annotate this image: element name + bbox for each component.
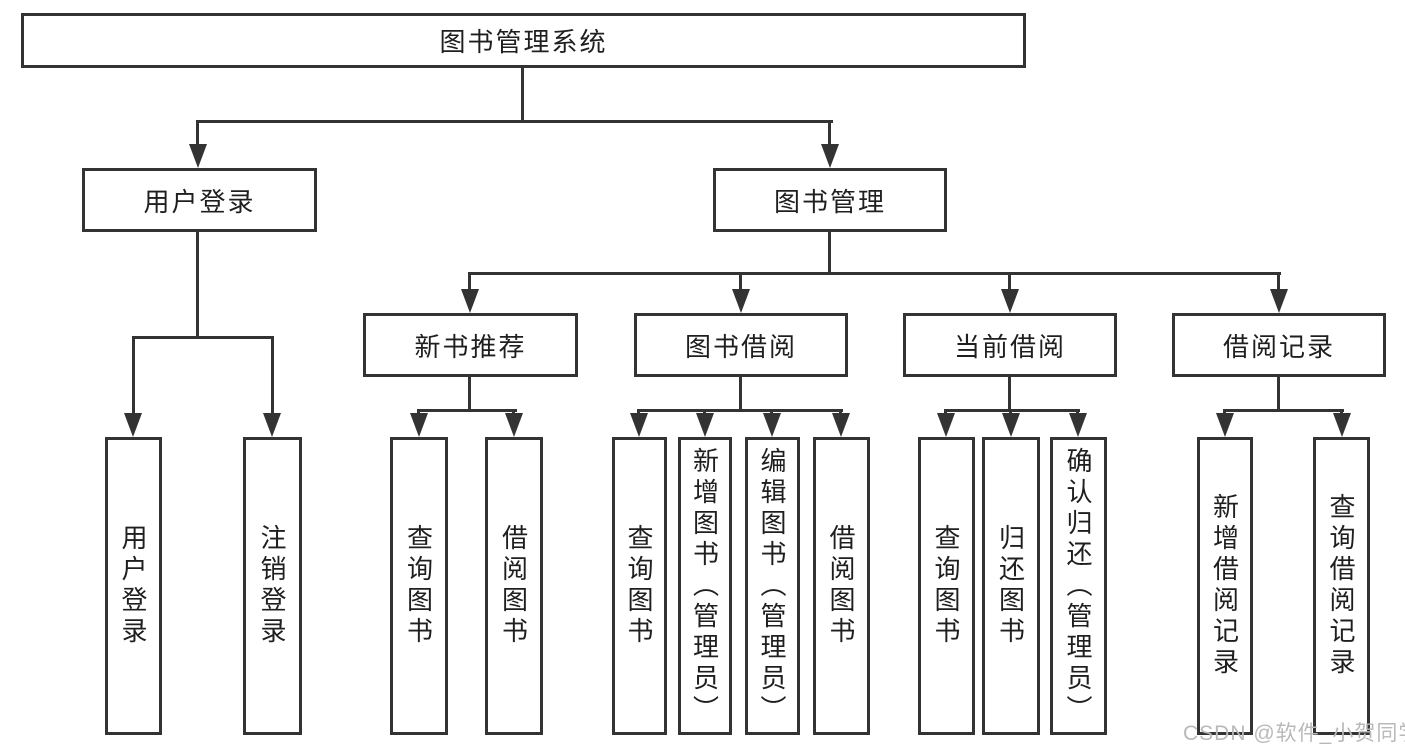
connector-line bbox=[417, 409, 517, 412]
connector-line bbox=[521, 66, 524, 120]
arrow-down-icon bbox=[124, 413, 142, 437]
arrow-down-icon bbox=[410, 413, 428, 437]
arrow-down-icon bbox=[505, 413, 523, 437]
connector-line bbox=[770, 409, 773, 415]
arrow-down-icon bbox=[696, 413, 714, 437]
connector-line bbox=[512, 409, 515, 415]
connector-line bbox=[828, 232, 831, 272]
arrow-down-icon bbox=[763, 413, 781, 437]
leaf-query-borrow-record: 查询借阅记录 bbox=[1313, 437, 1370, 735]
arrow-down-icon bbox=[832, 413, 850, 437]
connector-line bbox=[944, 409, 1080, 412]
node-book-management: 图书管理 bbox=[713, 168, 947, 232]
arrow-down-icon bbox=[1216, 413, 1234, 437]
arrow-down-icon bbox=[189, 144, 207, 168]
connector-line bbox=[468, 272, 1281, 275]
connector-line bbox=[944, 409, 947, 415]
connector-line bbox=[468, 377, 471, 409]
arrow-down-icon bbox=[1270, 289, 1288, 313]
leaf-borrow-books-2: 借阅图书 bbox=[813, 437, 870, 735]
leaf-borrow-books-1: 借阅图书 bbox=[485, 437, 543, 735]
connector-line bbox=[468, 272, 471, 290]
connector-line bbox=[637, 409, 843, 412]
leaf-user-login: 用户登录 bbox=[105, 437, 162, 735]
leaf-query-books-1: 查询图书 bbox=[390, 437, 448, 735]
connector-line bbox=[739, 272, 742, 290]
leaf-query-books-3: 查询图书 bbox=[918, 437, 975, 735]
connector-line bbox=[132, 336, 135, 414]
connector-line bbox=[839, 409, 842, 415]
leaf-add-books-admin: 新增图书（管理员） bbox=[678, 437, 732, 735]
arrow-down-icon bbox=[1333, 413, 1351, 437]
connector-line bbox=[1008, 377, 1011, 409]
connector-line bbox=[196, 120, 199, 146]
connector-line bbox=[1223, 409, 1344, 412]
leaf-confirm-return-admin: 确认归还（管理员） bbox=[1050, 437, 1107, 735]
connector-line bbox=[703, 409, 706, 415]
connector-line bbox=[1340, 409, 1343, 415]
connector-line bbox=[271, 336, 274, 414]
connector-line bbox=[1277, 272, 1280, 290]
arrow-down-icon bbox=[937, 413, 955, 437]
connector-line bbox=[132, 336, 274, 339]
leaf-return-books: 归还图书 bbox=[982, 437, 1040, 735]
connector-line bbox=[637, 409, 640, 415]
connector-line bbox=[1076, 409, 1079, 415]
connector-line bbox=[196, 232, 199, 336]
node-borrow-record: 借阅记录 bbox=[1172, 313, 1386, 377]
arrow-down-icon bbox=[1001, 289, 1019, 313]
root-node-library-system: 图书管理系统 bbox=[21, 13, 1026, 68]
arrow-down-icon bbox=[263, 413, 281, 437]
watermark: CSDN @软件_小贺同学 bbox=[1183, 722, 1405, 745]
connector-line bbox=[1008, 272, 1011, 290]
node-current-borrow: 当前借阅 bbox=[903, 313, 1117, 377]
connector-line bbox=[1223, 409, 1226, 415]
leaf-edit-books-admin: 编辑图书（管理员） bbox=[745, 437, 800, 735]
connector-line bbox=[417, 409, 420, 415]
connector-line bbox=[739, 377, 742, 409]
arrow-down-icon bbox=[630, 413, 648, 437]
arrow-down-icon bbox=[461, 289, 479, 313]
connector-line bbox=[1277, 377, 1280, 409]
connector-line bbox=[1009, 409, 1012, 415]
node-new-book-recommend: 新书推荐 bbox=[363, 313, 578, 377]
leaf-add-borrow-record: 新增借阅记录 bbox=[1197, 437, 1253, 735]
node-user-login: 用户登录 bbox=[82, 168, 317, 232]
node-book-borrow: 图书借阅 bbox=[634, 313, 848, 377]
connector-line bbox=[828, 120, 831, 146]
arrow-down-icon bbox=[732, 289, 750, 313]
leaf-logout: 注销登录 bbox=[243, 437, 302, 735]
connector-line bbox=[197, 120, 833, 123]
leaf-query-books-2: 查询图书 bbox=[612, 437, 667, 735]
arrow-down-icon bbox=[821, 144, 839, 168]
arrow-down-icon bbox=[1069, 413, 1087, 437]
arrow-down-icon bbox=[1002, 413, 1020, 437]
